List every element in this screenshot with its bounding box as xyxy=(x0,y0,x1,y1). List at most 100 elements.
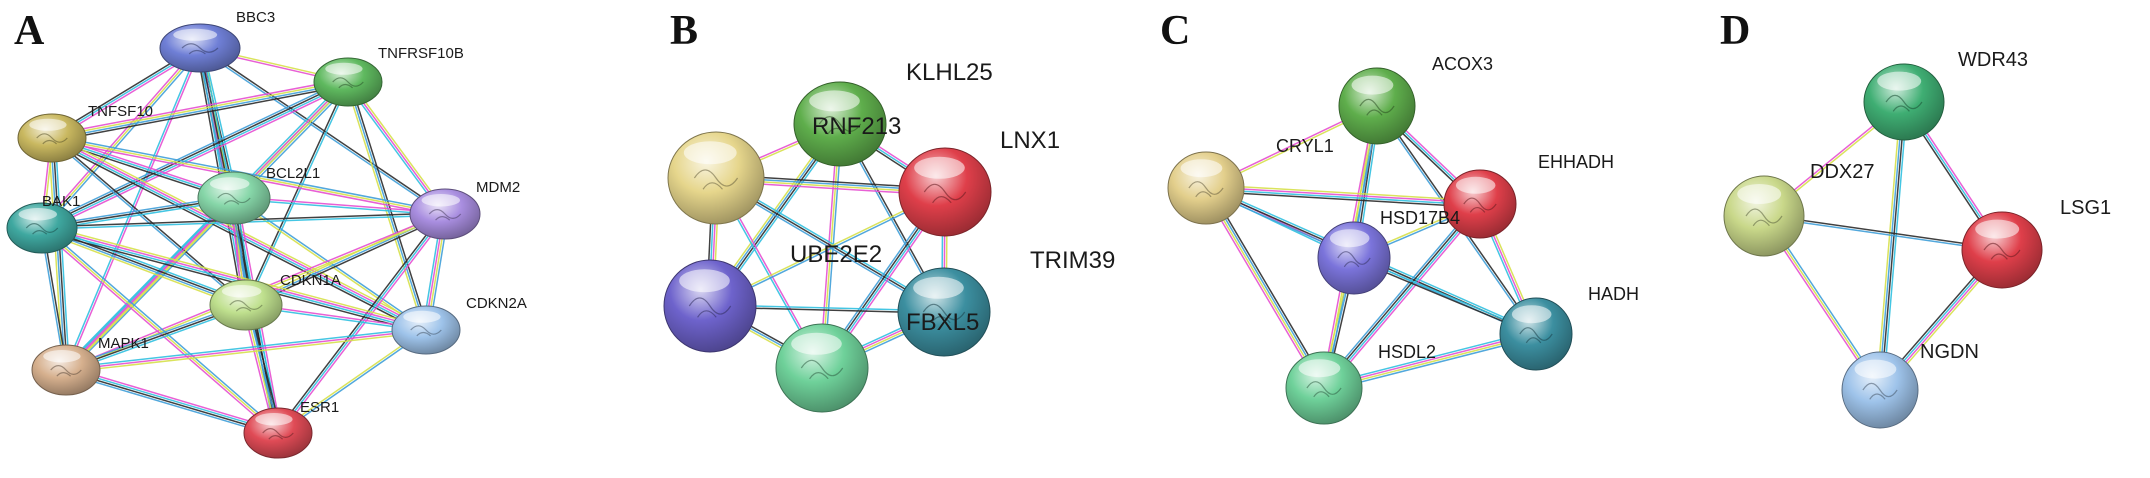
node-lsg1[interactable]: LSG1 xyxy=(1961,197,2111,289)
protein-structure-icon xyxy=(1463,197,1497,213)
node-highlight xyxy=(809,90,860,112)
node-highlight xyxy=(221,285,262,298)
node-label: HSD17B4 xyxy=(1380,208,1460,228)
node-label: TNFRSF10B xyxy=(378,45,464,62)
node-tnfsf10[interactable]: TNFSF10 xyxy=(17,103,153,163)
node-highlight xyxy=(403,310,441,323)
node-label: HSDL2 xyxy=(1378,342,1436,362)
edge-bbc3-mdm2 xyxy=(198,46,447,216)
node-highlight xyxy=(1329,229,1370,248)
edge-bak1-esr1 xyxy=(40,225,280,436)
node-cdkn1a[interactable]: CDKN1A xyxy=(209,272,341,331)
node-label: CDKN2A xyxy=(466,295,527,312)
edge-tnfsf10-cdkn1a xyxy=(50,136,248,307)
panel-letter-d: D xyxy=(1720,8,1750,54)
node-highlight xyxy=(173,28,218,41)
node-highlight xyxy=(325,62,363,75)
edge-cryl1-ehhadh xyxy=(1205,183,1481,209)
protein-structure-icon xyxy=(1306,381,1342,398)
node-mdm2[interactable]: MDM2 xyxy=(409,179,520,240)
node-label: ESR1 xyxy=(300,399,339,416)
node-label: BBC3 xyxy=(236,9,275,26)
node-label: HADH xyxy=(1588,284,1639,304)
protein-structure-icon xyxy=(1862,382,1898,400)
node-acox3[interactable]: ACOX3 xyxy=(1338,54,1493,145)
protein-structure-icon xyxy=(688,297,732,318)
node-highlight xyxy=(209,177,250,191)
node-label: KLHL25 xyxy=(906,59,993,86)
node-rnf213[interactable]: RNF213 xyxy=(667,113,901,225)
node-ube2e2[interactable]: UBE2E2 xyxy=(663,241,882,353)
node-ehhadh[interactable]: EHHADH xyxy=(1443,152,1614,239)
node-klhl25[interactable]: KLHL25 xyxy=(793,59,993,167)
node-esr1[interactable]: ESR1 xyxy=(243,399,339,459)
node-label: TRIM39 xyxy=(1030,247,1115,274)
node-cdkn2a[interactable]: CDKN2A xyxy=(391,295,527,355)
node-label: CRYL1 xyxy=(1276,136,1334,156)
protein-structure-icon xyxy=(217,192,251,205)
node-ngdn[interactable]: NGDN xyxy=(1841,341,1979,429)
protein-structure-icon xyxy=(36,133,68,145)
node-highlight xyxy=(18,208,58,221)
protein-structure-icon xyxy=(410,325,442,337)
node-fbxl5[interactable]: FBXL5 xyxy=(775,309,979,413)
node-highlight xyxy=(679,269,730,293)
node-highlight xyxy=(1351,75,1394,95)
node-wdr43[interactable]: WDR43 xyxy=(1863,49,2028,141)
node-label: EHHADH xyxy=(1538,152,1614,172)
protein-structure-icon xyxy=(332,77,364,89)
node-bak1[interactable]: BAK1 xyxy=(6,193,80,254)
protein-structure-icon xyxy=(1359,98,1395,116)
edge-mapk1-esr1 xyxy=(64,366,280,437)
node-mapk1[interactable]: MAPK1 xyxy=(31,335,149,396)
edge-cryl1-hsdl2 xyxy=(1202,185,1328,391)
node-label: TNFSF10 xyxy=(88,103,153,120)
protein-structure-icon xyxy=(1885,94,1923,112)
node-bcl2l1[interactable]: BCL2L1 xyxy=(197,165,320,225)
node-bbc3[interactable]: BBC3 xyxy=(159,9,275,73)
protein-structure-icon xyxy=(428,209,462,221)
node-label: NGDN xyxy=(1920,341,1979,363)
node-highlight xyxy=(1511,305,1552,324)
node-label: BAK1 xyxy=(42,193,80,210)
panel-letter-b: B xyxy=(670,8,698,54)
node-trim39[interactable]: TRIM39 xyxy=(897,247,1115,357)
edge-bbc3-bak1 xyxy=(39,46,203,230)
node-label: RNF213 xyxy=(812,113,901,140)
protein-structure-icon xyxy=(693,169,739,190)
protein-structure-icon xyxy=(229,300,263,312)
node-highlight xyxy=(791,332,842,355)
node-highlight xyxy=(1877,71,1922,91)
protein-structure-icon xyxy=(1519,327,1553,344)
node-label: CDKN1A xyxy=(280,272,341,289)
node-highlight xyxy=(1455,176,1496,194)
node-highlight xyxy=(43,350,81,363)
node-lnx1[interactable]: LNX1 xyxy=(898,127,1060,237)
protein-structure-icon xyxy=(1745,208,1783,227)
node-highlight xyxy=(1180,159,1223,178)
node-label: UBE2E2 xyxy=(790,241,882,268)
node-highlight xyxy=(913,276,964,299)
node-label: MAPK1 xyxy=(98,335,149,352)
node-hsd17b4[interactable]: HSD17B4 xyxy=(1317,208,1460,295)
edge-tnfrsf10b-tnfsf10 xyxy=(51,78,349,142)
node-hadh[interactable]: HADH xyxy=(1499,284,1639,371)
edge-cdkn2a-mapk1 xyxy=(65,327,427,373)
node-cryl1[interactable]: CRYL1 xyxy=(1167,136,1334,225)
node-tnfrsf10b[interactable]: TNFRSF10B xyxy=(313,45,464,107)
protein-structure-icon xyxy=(25,223,59,235)
protein-structure-icon xyxy=(181,43,219,55)
protein-structure-icon xyxy=(818,116,862,135)
node-hsdl2[interactable]: HSDL2 xyxy=(1285,342,1436,425)
edge-tnfrsf10b-bak1 xyxy=(40,78,350,232)
protein-structure-icon xyxy=(923,183,967,204)
panel-letter-c: C xyxy=(1160,8,1190,54)
node-highlight xyxy=(914,156,965,179)
node-highlight xyxy=(1737,184,1782,204)
node-label: LSG1 xyxy=(2060,197,2111,219)
node-highlight xyxy=(29,118,67,131)
node-label: WDR43 xyxy=(1958,49,2028,71)
node-ddx27[interactable]: DDX27 xyxy=(1723,161,1874,257)
